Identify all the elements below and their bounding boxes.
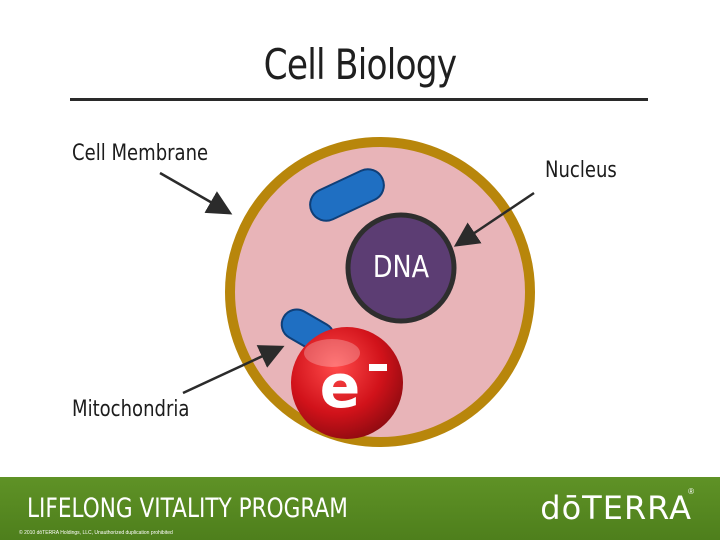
page-title: Cell Biology: [263, 40, 457, 89]
electron-symbol: e: [320, 352, 361, 422]
dna-label: DNA: [372, 250, 430, 285]
nucleus-arrow: [453, 191, 535, 247]
membrane-arrow: [159, 171, 233, 215]
electron-ball: [291, 327, 403, 439]
electron-minus-sign: [369, 364, 387, 371]
program-name: LIFELONG VITALITY PROGRAM: [27, 493, 348, 524]
registered-mark: ®: [688, 487, 694, 496]
mitochondria-arrow: [182, 345, 285, 395]
electron-highlight: [304, 339, 360, 367]
cell-membrane-label: Cell Membrane: [72, 141, 209, 166]
title-underline: [70, 98, 648, 101]
copyright-notice: © 2010 dōTERRA Holdings, LLC, Unauthoriz…: [19, 530, 173, 536]
brand-logo: dōTERRA: [540, 489, 692, 527]
nucleus: [345, 212, 457, 324]
nucleus-label: Nucleus: [545, 158, 617, 183]
mitochondrion-upper: [309, 168, 385, 222]
mitochondria-label: Mitochondria: [72, 397, 190, 422]
footer-bar: LIFELONG VITALITY PROGRAM dōTERRA ® © 20…: [0, 477, 720, 540]
